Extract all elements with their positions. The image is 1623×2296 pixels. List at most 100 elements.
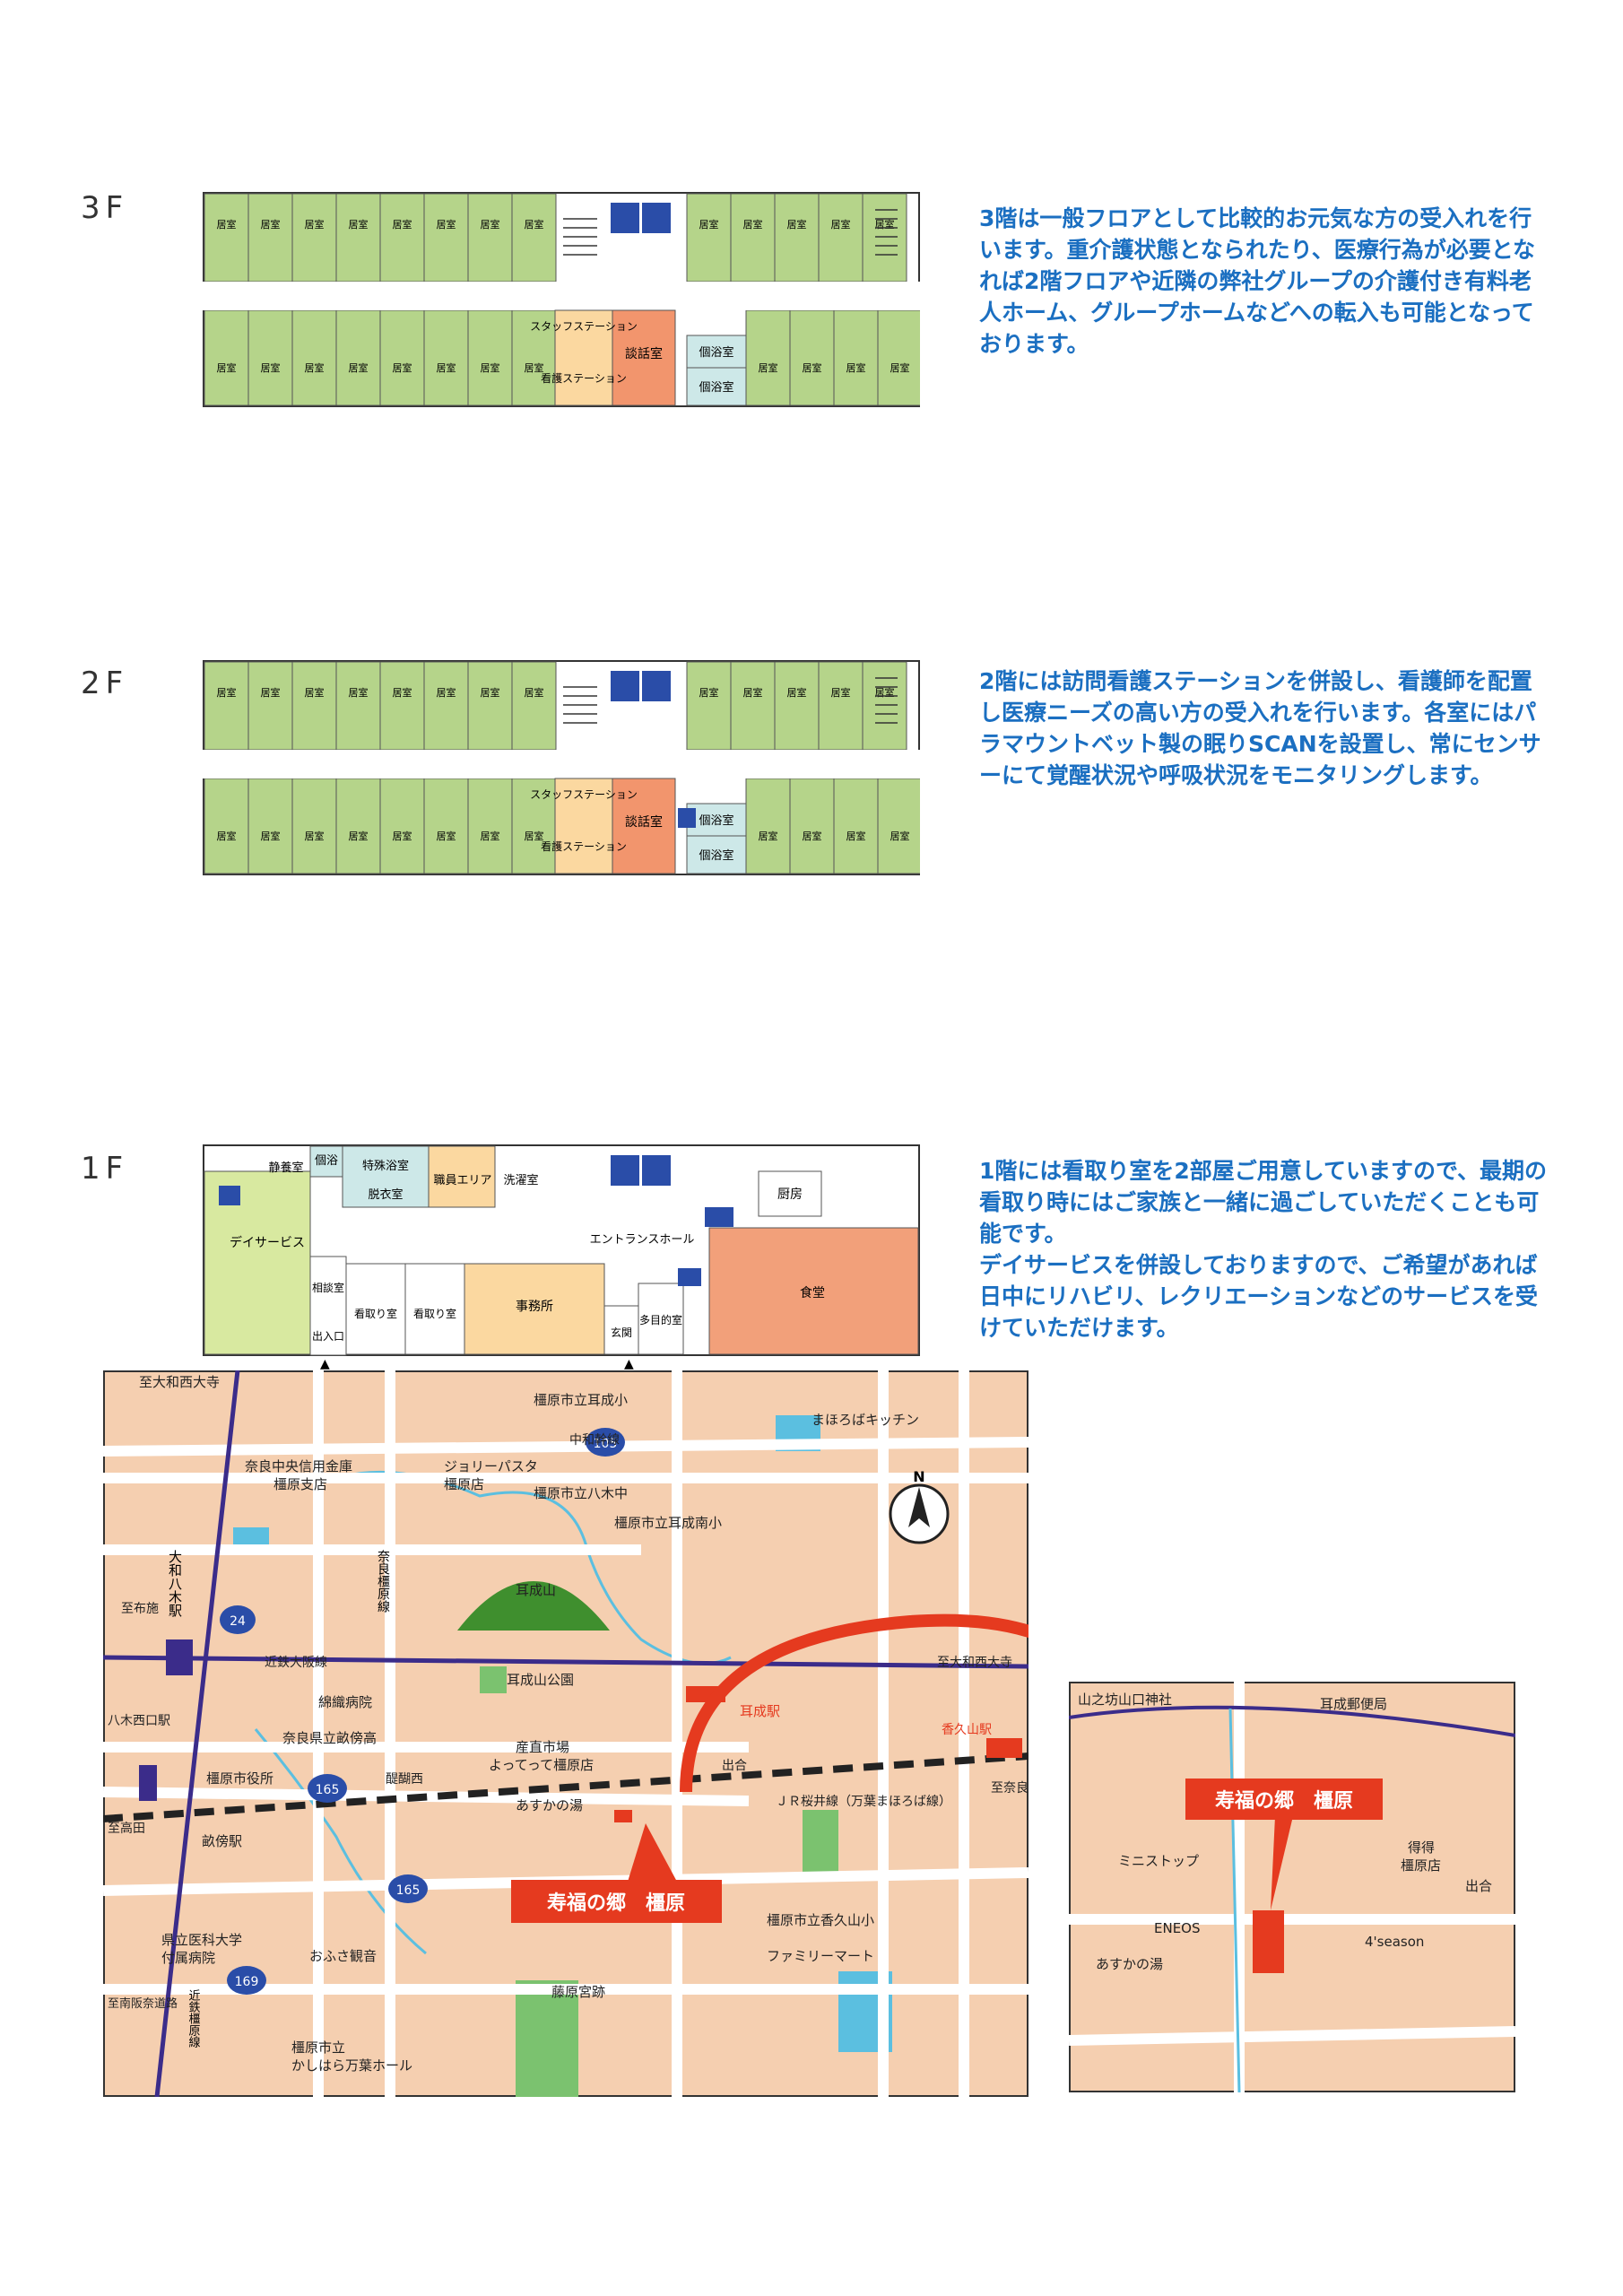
room-cell (511, 309, 557, 406)
staff-area-label: 職員エリア (433, 1174, 491, 1187)
kitchen-label: 厨房 (777, 1187, 803, 1202)
room-label: 居室 (217, 361, 237, 374)
place-label: ファミリーマート (767, 1948, 874, 1964)
route-marker: 169 (227, 1966, 266, 1995)
room-cell (423, 193, 469, 283)
place-label: 得得 (1408, 1839, 1435, 1856)
place-label: 付属病院 (161, 1950, 215, 1966)
room-row-top: 居室居室居室居室居室居室居室居室居室居室居室居室居室 (204, 193, 907, 283)
room-label: 居室 (481, 686, 500, 699)
floor-desc-3f: 3階は一般フロアとして比較的お元気な方の受入れを行います。重介護状態となられたり… (979, 205, 1536, 357)
place-label: 耳成山公園 (507, 1672, 574, 1688)
area-map: 105 24 165 165 169 N 至大和西大寺 橿原市立耳成小 まほろば… (103, 1370, 1028, 2097)
station-label: 耳成駅 (740, 1703, 780, 1719)
bath-room-label: 個浴室 (699, 380, 733, 395)
room-cell (745, 309, 791, 406)
room-cell (730, 661, 776, 751)
room-label: 居室 (305, 218, 325, 230)
place-label: 至南阪奈道路 (108, 1996, 178, 2011)
room-label: 居室 (831, 686, 851, 699)
place-label: 耳成郵便局 (1320, 1696, 1387, 1712)
floor-plan-2f: 居室居室居室居室居室居室居室居室居室居室居室居室居室 居室居室居室居室居室居室居… (203, 660, 920, 875)
room-cell (379, 661, 425, 751)
room-label: 居室 (393, 218, 412, 230)
talk-room-label: 談話室 (625, 814, 663, 830)
floor-desc-1f-line: 1階には看取り室を2部屋ご用意していますので、最期の看取り時にはご家族と一緒に過… (979, 1158, 1548, 1247)
room-label: 居室 (875, 686, 895, 699)
svg-text:169: 169 (235, 1975, 259, 1989)
room-label: 居室 (305, 361, 325, 374)
place-label: 奈良中央信用金庫 (245, 1458, 352, 1474)
place-label: 耳成山 (516, 1582, 556, 1598)
room-cell (789, 778, 835, 874)
room-label: 居室 (217, 830, 237, 842)
entrance-arrow-right: ▲ (624, 1357, 634, 1371)
place-label: 橿原店 (444, 1476, 484, 1492)
place-label: 橿原市立 (291, 2039, 345, 2056)
floor-desc-1f-line: デイサービスを併設しておりますので、ご希望があれば日中にリハビリ、レクリエーショ… (979, 1252, 1539, 1341)
floor-desc-1f: 1階には看取り室を2部屋ご用意していますので、最期の看取り時にはご家族と一緒に過… (979, 1155, 1553, 1344)
room-label: 居室 (743, 686, 763, 699)
room-cell (862, 193, 907, 283)
special-bath-label: 特殊浴室 (362, 1159, 409, 1173)
place-label: 産直市場 (516, 1739, 569, 1755)
mitori-room-label: 看取り室 (413, 1307, 456, 1320)
room-label: 居室 (890, 830, 910, 842)
rail-label: 近鉄橿原線 (187, 1989, 201, 2048)
place-label: 至高田 (108, 1821, 145, 1836)
room-label: 居室 (393, 830, 412, 842)
place-label: 奈良県立畝傍高 (282, 1730, 377, 1746)
multi-room-label: 多目的室 (639, 1313, 682, 1326)
room-cell (833, 778, 879, 874)
place-label: 山之坊山口神社 (1078, 1692, 1172, 1708)
restroom-icon (219, 1186, 240, 1205)
room-cell (467, 193, 513, 283)
room-cell (335, 193, 381, 283)
restroom-icon (705, 1207, 733, 1227)
floor-label-1f: 1F (81, 1151, 129, 1187)
restroom-icon (678, 808, 696, 828)
place-label: かしはら万葉ホール (291, 2057, 412, 2074)
room-label: 居室 (349, 686, 369, 699)
facility-name: 寿福の郷 橿原 (1215, 1789, 1353, 1813)
place-label: 至奈良 (991, 1781, 1028, 1796)
place-label: 至大和西大寺 (937, 1656, 1012, 1670)
genkan-label: 玄関 (611, 1326, 632, 1339)
room-cell (774, 661, 820, 751)
stairs-icon (563, 209, 898, 256)
restroom-icon (611, 203, 639, 233)
bath-label: 個浴 (315, 1154, 338, 1168)
room-label: 居室 (393, 686, 412, 699)
room-cell (423, 778, 469, 874)
room-label: 居室 (437, 830, 456, 842)
room-label: 居室 (846, 830, 866, 842)
place-label: あすかの湯 (1096, 1956, 1163, 1972)
room-label: 居室 (803, 830, 822, 842)
place-label: 橿原市役所 (206, 1770, 273, 1787)
north-label: N (913, 1468, 924, 1485)
room-cell (730, 193, 776, 283)
room-label: 居室 (525, 218, 544, 230)
room-label: 居室 (699, 218, 719, 230)
stairs-icon (563, 677, 898, 724)
room-cell (745, 778, 791, 874)
room-cell (335, 778, 381, 874)
rail-label: 奈良橿原線 (376, 1550, 390, 1613)
room-cell (862, 661, 907, 751)
nurse-station-label: 看護ステーション (541, 371, 627, 385)
room-cell (467, 309, 513, 406)
facility-marker (1253, 1910, 1284, 1973)
place-label: よってって橿原店 (489, 1757, 594, 1773)
room-cell (335, 661, 381, 751)
facility-marker (614, 1810, 632, 1822)
place-label: 醍醐西 (386, 1772, 423, 1787)
inset-pointer (680, 1613, 1028, 1793)
room-cell (379, 778, 425, 874)
room-cell (291, 193, 337, 283)
place-label: 綿織病院 (318, 1694, 372, 1710)
facility-callout (511, 1880, 722, 1923)
room-cell (247, 778, 293, 874)
floor-label-2f: 2F (81, 665, 129, 701)
dining-label: 食堂 (800, 1285, 825, 1300)
room-label: 居室 (217, 686, 237, 699)
